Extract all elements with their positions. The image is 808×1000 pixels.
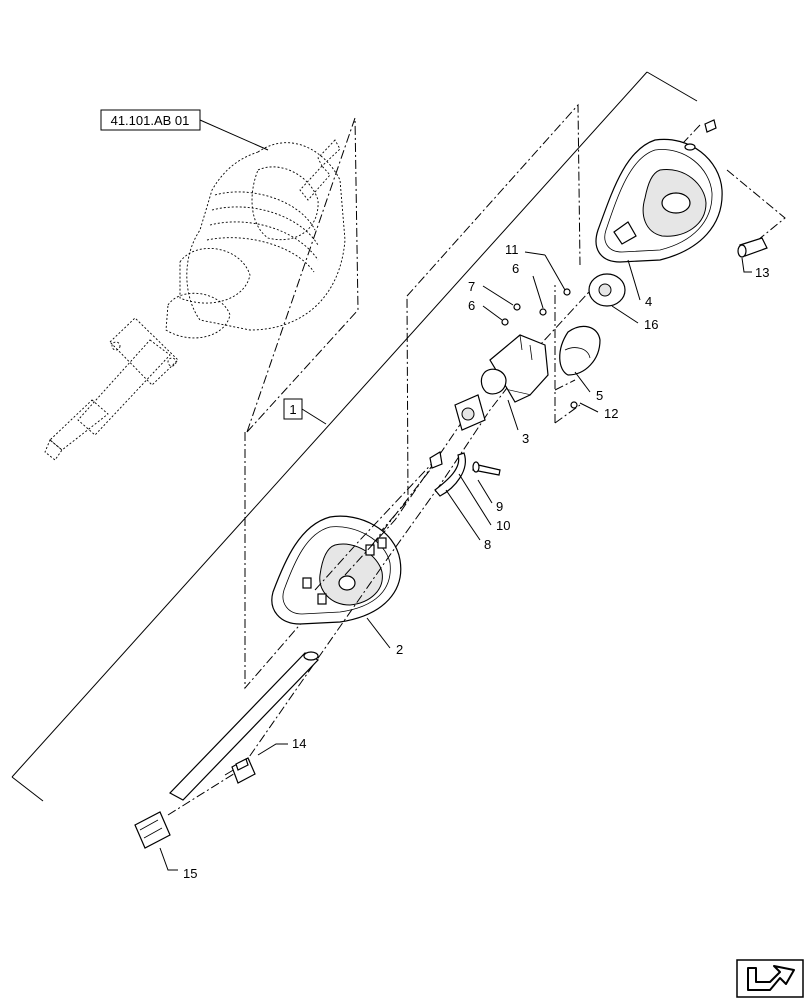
svg-text:3: 3 bbox=[522, 431, 529, 446]
callout-6-right: 6 bbox=[512, 261, 544, 309]
callout-7: 7 bbox=[468, 279, 514, 306]
svg-text:41.101.AB 01: 41.101.AB 01 bbox=[111, 113, 190, 128]
pin-part[interactable] bbox=[737, 237, 768, 258]
next-page-arrow-icon[interactable] bbox=[736, 959, 804, 998]
callout-3: 3 bbox=[507, 399, 529, 446]
assembly-label[interactable]: 1 bbox=[283, 398, 327, 425]
svg-text:16: 16 bbox=[644, 317, 658, 332]
callout-9: 9 bbox=[477, 479, 503, 514]
svg-text:14: 14 bbox=[292, 736, 306, 751]
svg-text:5: 5 bbox=[596, 388, 603, 403]
small-cover-part[interactable] bbox=[559, 325, 601, 376]
svg-text:9: 9 bbox=[496, 499, 503, 514]
svg-text:6: 6 bbox=[512, 261, 519, 276]
reference-label[interactable]: 41.101.AB 01 bbox=[100, 109, 269, 151]
callout-2: 2 bbox=[366, 617, 403, 657]
screw-9-part[interactable] bbox=[472, 461, 501, 476]
svg-text:7: 7 bbox=[468, 279, 475, 294]
callout-12: 12 bbox=[579, 402, 618, 421]
callout-6-left: 6 bbox=[468, 298, 503, 321]
joystick-reference-part bbox=[44, 139, 346, 461]
lower-cover-part[interactable] bbox=[271, 515, 402, 625]
screw-parts[interactable] bbox=[501, 288, 571, 326]
svg-text:4: 4 bbox=[645, 294, 652, 309]
callout-11: 11 bbox=[505, 242, 566, 291]
callout-14: 14 bbox=[257, 736, 306, 756]
callout-5: 5 bbox=[574, 371, 603, 403]
assembly-bracket-lines bbox=[11, 71, 698, 802]
upper-cover-part[interactable] bbox=[595, 138, 723, 263]
callout-15: 15 bbox=[159, 847, 197, 881]
callout-13: 13 bbox=[741, 257, 769, 280]
svg-text:11: 11 bbox=[505, 242, 519, 257]
svg-text:10: 10 bbox=[496, 518, 510, 533]
callout-4: 4 bbox=[627, 259, 652, 309]
svg-text:1: 1 bbox=[289, 402, 296, 417]
connector-15-part[interactable] bbox=[134, 811, 171, 849]
svg-text:12: 12 bbox=[604, 406, 618, 421]
ring-part[interactable] bbox=[588, 273, 626, 307]
connector-14-part[interactable] bbox=[231, 757, 256, 784]
bracket-part[interactable] bbox=[454, 334, 549, 431]
top-screw-part[interactable] bbox=[684, 119, 717, 151]
svg-text:13: 13 bbox=[755, 265, 769, 280]
clamp-part[interactable] bbox=[429, 451, 466, 497]
screw-12-part[interactable] bbox=[570, 401, 578, 409]
svg-text:15: 15 bbox=[183, 866, 197, 881]
callout-8: 8 bbox=[445, 489, 491, 552]
svg-text:6: 6 bbox=[468, 298, 475, 313]
svg-text:8: 8 bbox=[484, 537, 491, 552]
shaft-part[interactable] bbox=[169, 651, 319, 801]
callout-16: 16 bbox=[611, 305, 658, 332]
callout-10: 10 bbox=[458, 473, 510, 533]
svg-text:2: 2 bbox=[396, 642, 403, 657]
